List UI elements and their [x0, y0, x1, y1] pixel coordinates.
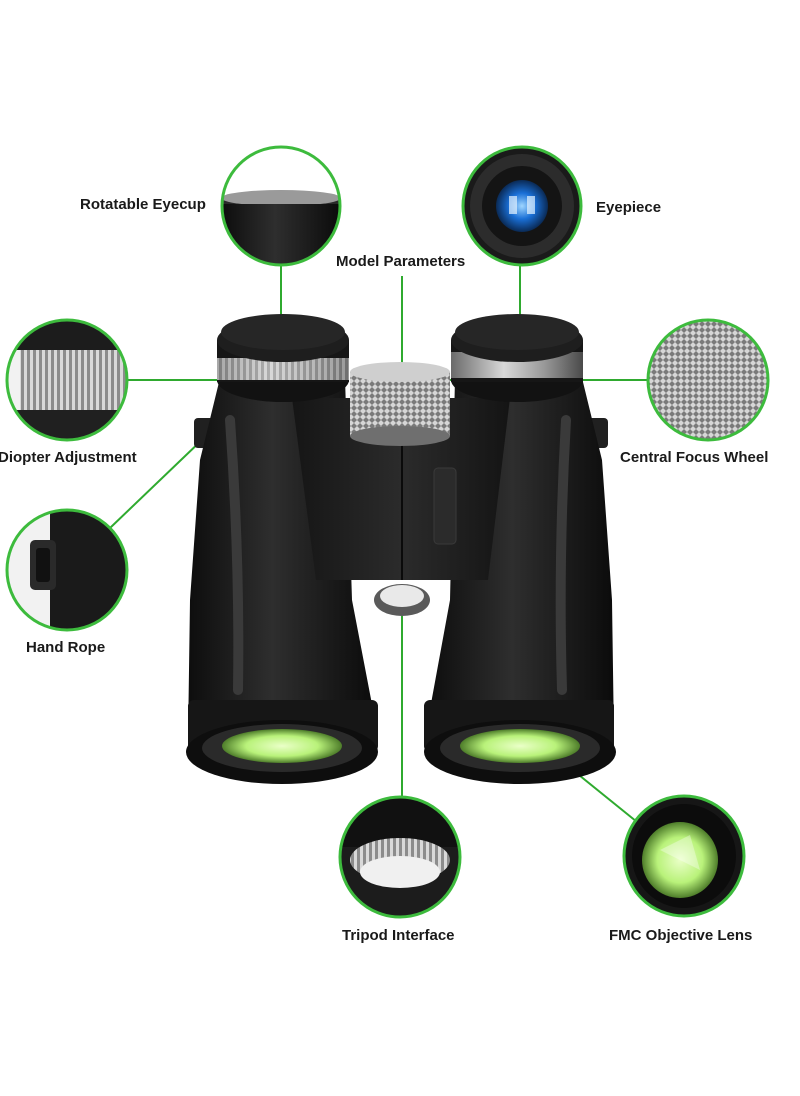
tripod-detail [338, 795, 462, 919]
label-tripod-interface: Tripod Interface [342, 927, 455, 944]
label-hand-rope: Hand Rope [26, 639, 106, 656]
eyepiece-detail [461, 145, 583, 267]
hand-rope-detail [5, 508, 129, 632]
label-central-focus-wheel: Central Focus Wheel [620, 449, 769, 466]
label-eyepiece: Eyepiece [596, 199, 662, 216]
focus-wheel-detail [646, 318, 770, 442]
objective-lens-detail [622, 794, 746, 918]
label-fmc-objective-lens: FMC Objective Lens [609, 927, 753, 944]
eyecup-detail [220, 145, 342, 267]
label-rotatable-eyecup: Rotatable Eyecup [80, 196, 206, 213]
diopter-detail [5, 318, 129, 442]
label-model-parameters: Model Parameters [336, 253, 466, 270]
binoculars-body [186, 314, 616, 784]
label-diopter-adjustment: Diopter Adjustment [0, 449, 137, 466]
